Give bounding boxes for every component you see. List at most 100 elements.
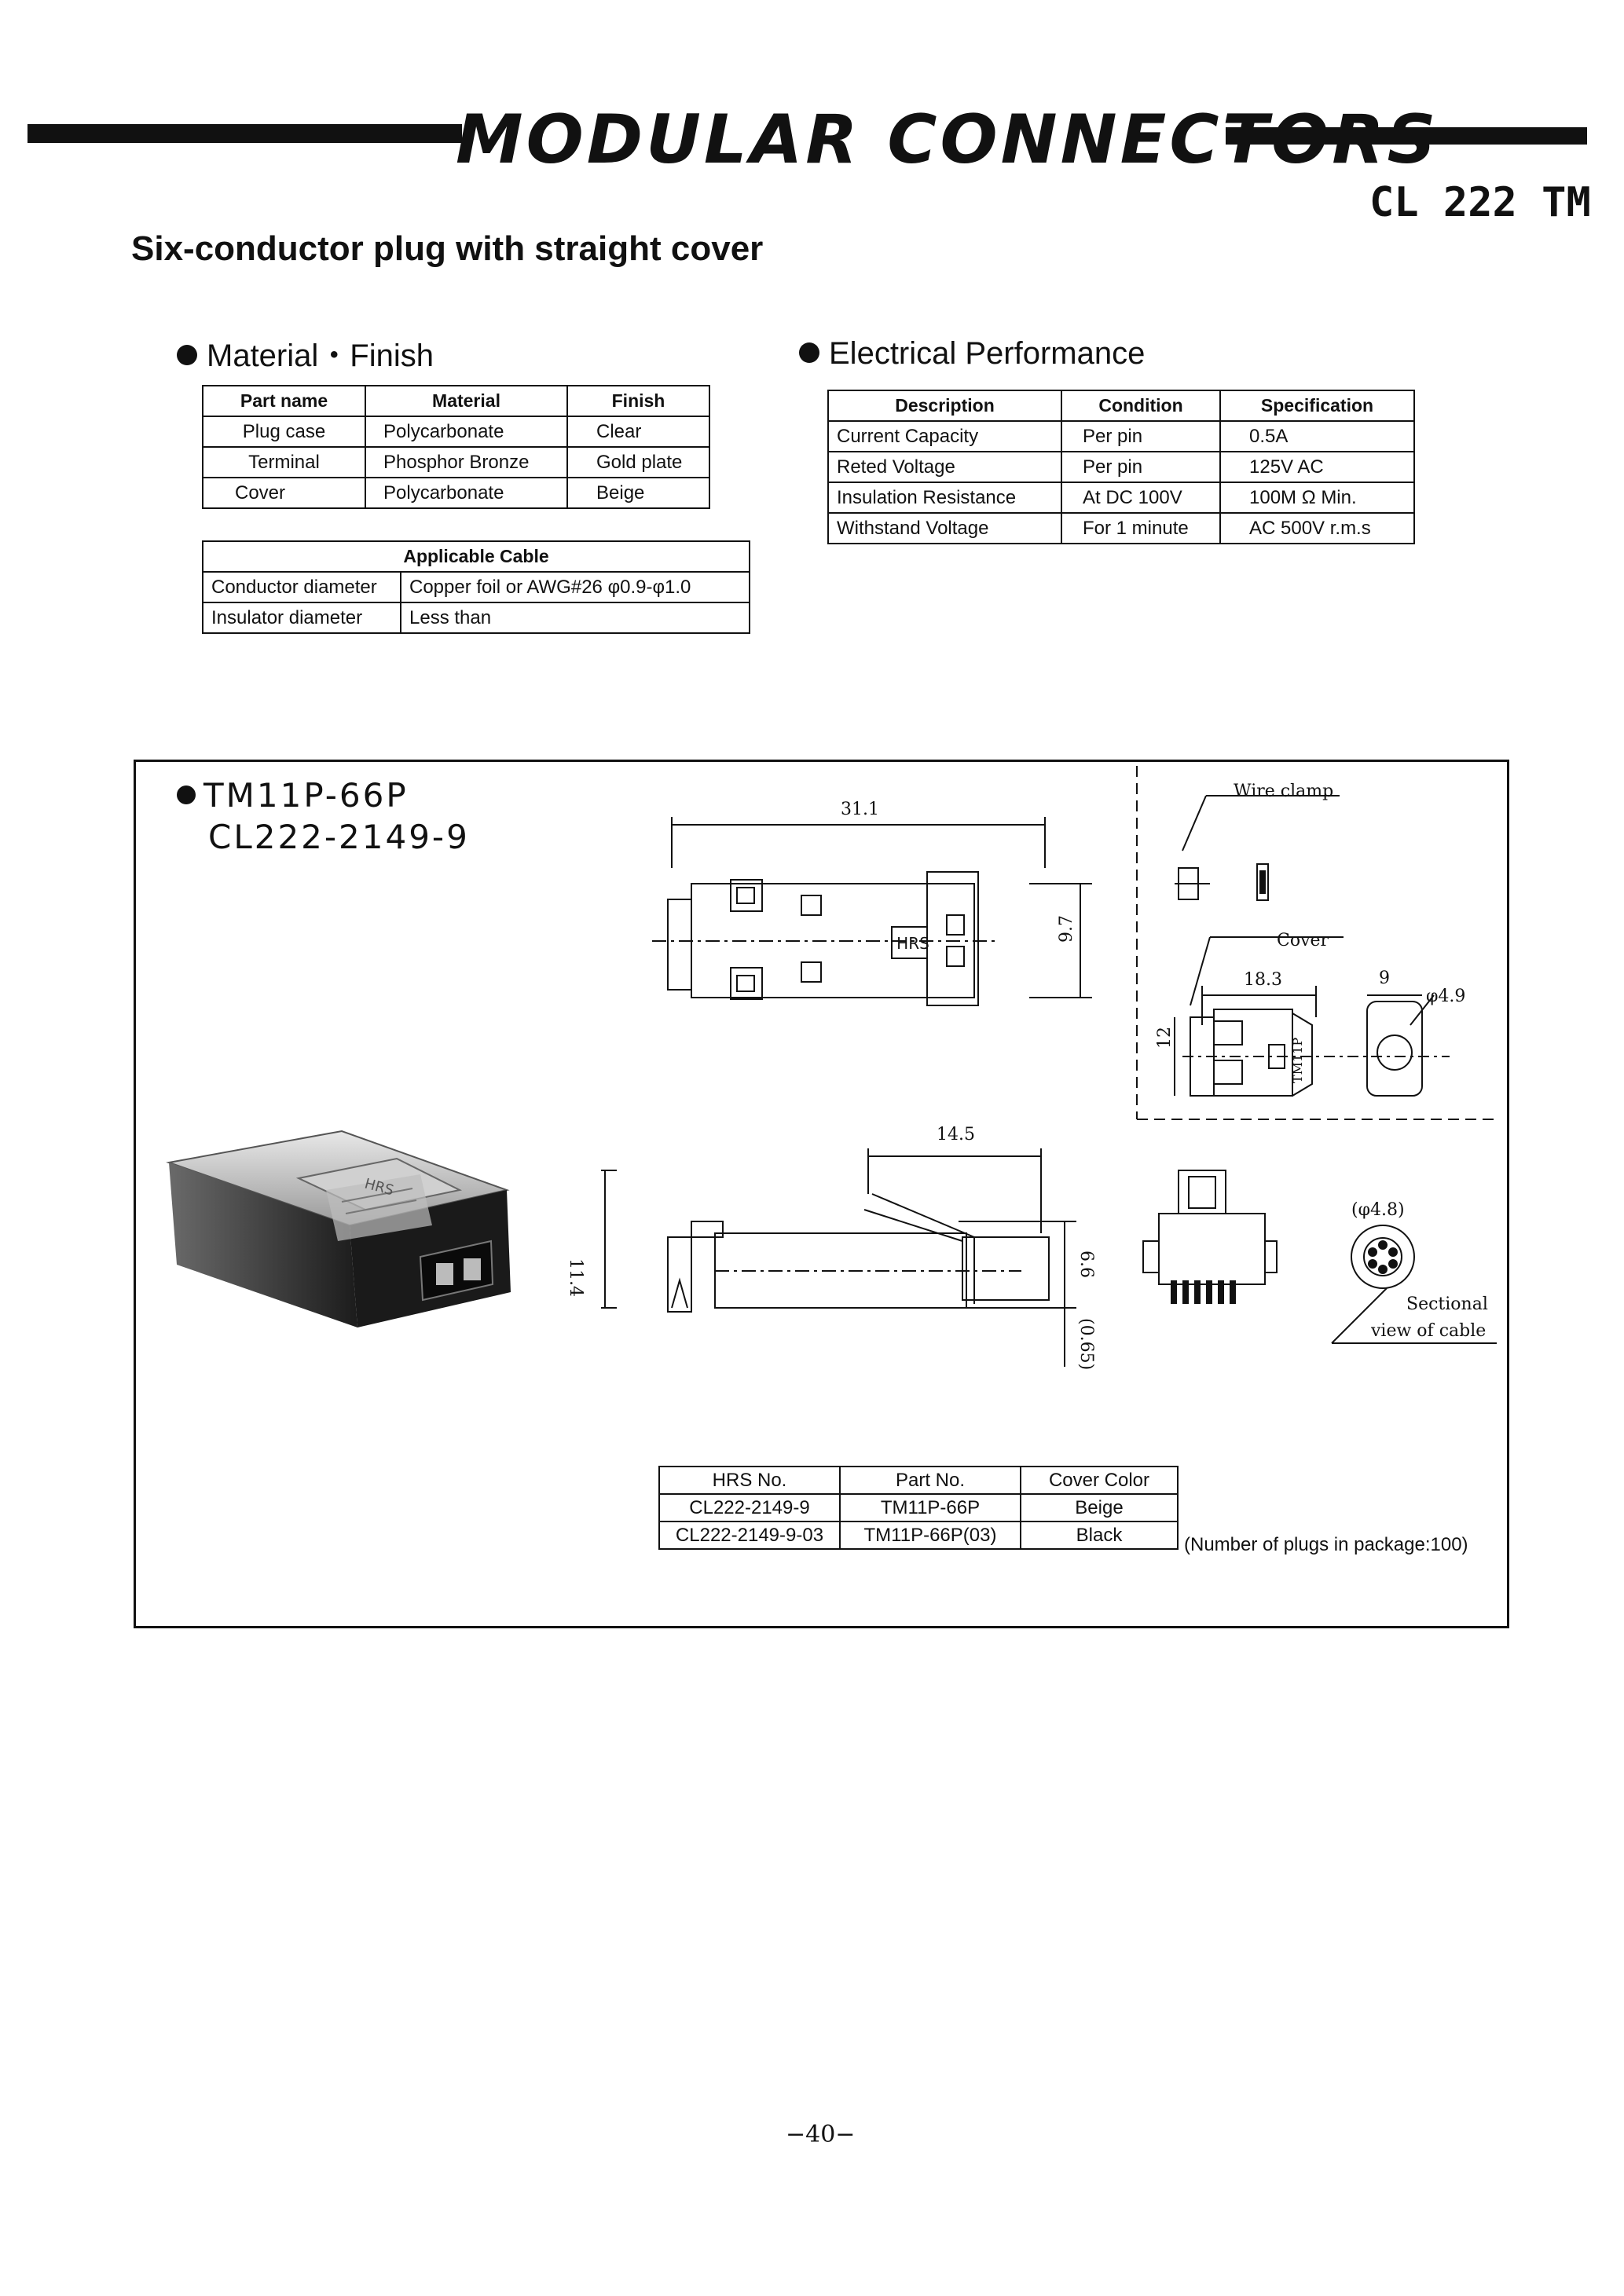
table-cell: For 1 minute [1061,512,1221,544]
front-view-drawing [1142,1170,1278,1304]
table-row: Terminal Phosphor Bronze Gold plate [202,446,710,478]
table-cell: Copper foil or AWG#26 φ0.9-φ1.0 [400,571,750,603]
material-finish-heading-text: Material・Finish [207,339,434,373]
table-cell: Terminal [202,446,366,478]
product-photo: HRS [166,1130,511,1327]
electrical-heading-text: Electrical Performance [829,336,1146,371]
cover-mark: TM11P [1290,1038,1305,1083]
dim-length-top: 31.1 [841,800,879,819]
column-header: HRS No. [658,1466,841,1495]
material-finish-table: Part name Material Finish Plug case Poly… [202,385,710,509]
column-header: Part No. [839,1466,1021,1495]
table-cell: Phosphor Bronze [365,446,568,478]
table-cell: CL222-2149-9 [658,1493,841,1522]
table-cell: Cover [202,477,366,509]
dim-height-top: 9.7 [1057,915,1076,943]
model-number: TM11P-66P [203,776,409,815]
top-view-drawing: HRS [652,817,1092,1006]
table-cell: Withstand Voltage [827,512,1062,544]
dim-length-side: 14.5 [937,1125,975,1144]
table-cell: Reted Voltage [827,451,1062,483]
table-header-row: Description Condition Specification [827,390,1415,422]
detail-region-border [1136,766,1497,1120]
table-row: CL222-2149-9 TM11P-66P Beige [658,1493,1179,1522]
table-row: Insulator diameter Less than [202,602,750,634]
dim-cable-diameter: (φ4.8) [1351,1200,1405,1220]
dim-cover-hole: φ4.9 [1426,987,1466,1006]
table-cell: Polycarbonate [365,416,568,448]
bullet-icon [177,785,196,804]
table-cell: Polycarbonate [365,477,568,509]
model-label: TM11P-66P [177,776,409,815]
table-cell: TM11P-66P(03) [839,1521,1021,1550]
table-cell: Black [1020,1521,1179,1550]
table-header-row: Applicable Cable [202,540,750,573]
table-cell: Per pin [1061,451,1221,483]
table-cell: Per pin [1061,420,1221,452]
table-cell: 125V AC [1219,451,1415,483]
column-header: Finish [566,385,710,417]
brand-mark-top: HRS [896,934,929,953]
table-cell: Insulation Resistance [827,482,1062,514]
dim-cover-width: 9 [1379,969,1390,988]
title-rule-right [1226,127,1587,145]
side-view-drawing [601,1148,1076,1367]
table-cell: Conductor diameter [202,571,401,603]
dim-height-inner: 6.6 [1076,1251,1096,1278]
table-cell: 100M Ω Min. [1219,482,1415,514]
applicable-cable-table: Applicable Cable Conductor diameter Copp… [202,540,750,634]
table-cell: Plug case [202,416,366,448]
table-row: Withstand Voltage For 1 minute AC 500V r… [827,512,1415,544]
page-number: −40− [786,2121,856,2148]
wire-clamp-drawing [1175,863,1269,901]
table-cell: Beige [1020,1493,1179,1522]
sectional-label-2: view of cable [1371,1321,1487,1341]
table-row: Insulation Resistance At DC 100V 100M Ω … [827,482,1415,514]
table-cell: Insulator diameter [202,602,401,634]
package-note: (Number of plugs in package:100) [1184,1534,1468,1555]
electrical-heading: Electrical Performance [799,336,1145,372]
series-code: CL 222 TM [1369,179,1591,226]
table-cell: CL222-2149-9-03 [658,1521,841,1550]
column-header: Condition [1061,390,1221,422]
table-row: Reted Voltage Per pin 125V AC [827,451,1415,483]
table-row: CL222-2149-9-03 TM11P-66P(03) Black [658,1521,1179,1550]
page-subtitle: Six-conductor plug with straight cover [131,229,764,268]
cable-section-drawing [1331,1225,1497,1344]
table-cell: TM11P-66P [839,1493,1021,1522]
applicable-cable-heading: Applicable Cable [202,540,750,573]
table-cell: Current Capacity [827,420,1062,452]
table-row: Plug case Polycarbonate Clear [202,416,710,448]
column-header: Specification [1219,390,1415,422]
title-rule-left [27,124,462,143]
electrical-performance-table: Description Condition Specification Curr… [827,390,1415,544]
table-row: Conductor diameter Copper foil or AWG#26… [202,571,750,603]
column-header: Description [827,390,1062,422]
sectional-label-1: Sectional [1406,1294,1488,1314]
bullet-icon [177,345,197,366]
drawing-frame [134,760,1509,1628]
column-header: Cover Color [1020,1466,1179,1495]
column-header: Material [365,385,568,417]
dim-cover-height: 12 [1155,1027,1175,1049]
table-header-row: Part name Material Finish [202,385,710,417]
table-row: Current Capacity Per pin 0.5A [827,420,1415,452]
table-cell: Beige [566,477,710,509]
table-cell: 0.5A [1219,420,1415,452]
parts-table: HRS No. Part No. Cover Color CL222-2149-… [658,1466,1179,1550]
table-cell: AC 500V r.m.s [1219,512,1415,544]
table-row: Cover Polycarbonate Beige [202,477,710,509]
bullet-icon [799,342,819,364]
table-cell: Gold plate [566,446,710,478]
column-header: Part name [202,385,366,417]
dim-cover-length: 18.3 [1244,970,1282,990]
table-cell: At DC 100V [1061,482,1221,514]
table-header-row: HRS No. Part No. Cover Color [658,1466,1179,1495]
cover-drawing: TM11P [1174,986,1450,1097]
dim-height-side: 11.4 [566,1258,585,1297]
wire-clamp-label: Wire clamp [1234,782,1334,801]
dim-offset: (0.65) [1076,1318,1096,1371]
table-cell: Clear [566,416,710,448]
cover-label: Cover [1277,931,1329,950]
table-cell: Less than [400,602,750,634]
